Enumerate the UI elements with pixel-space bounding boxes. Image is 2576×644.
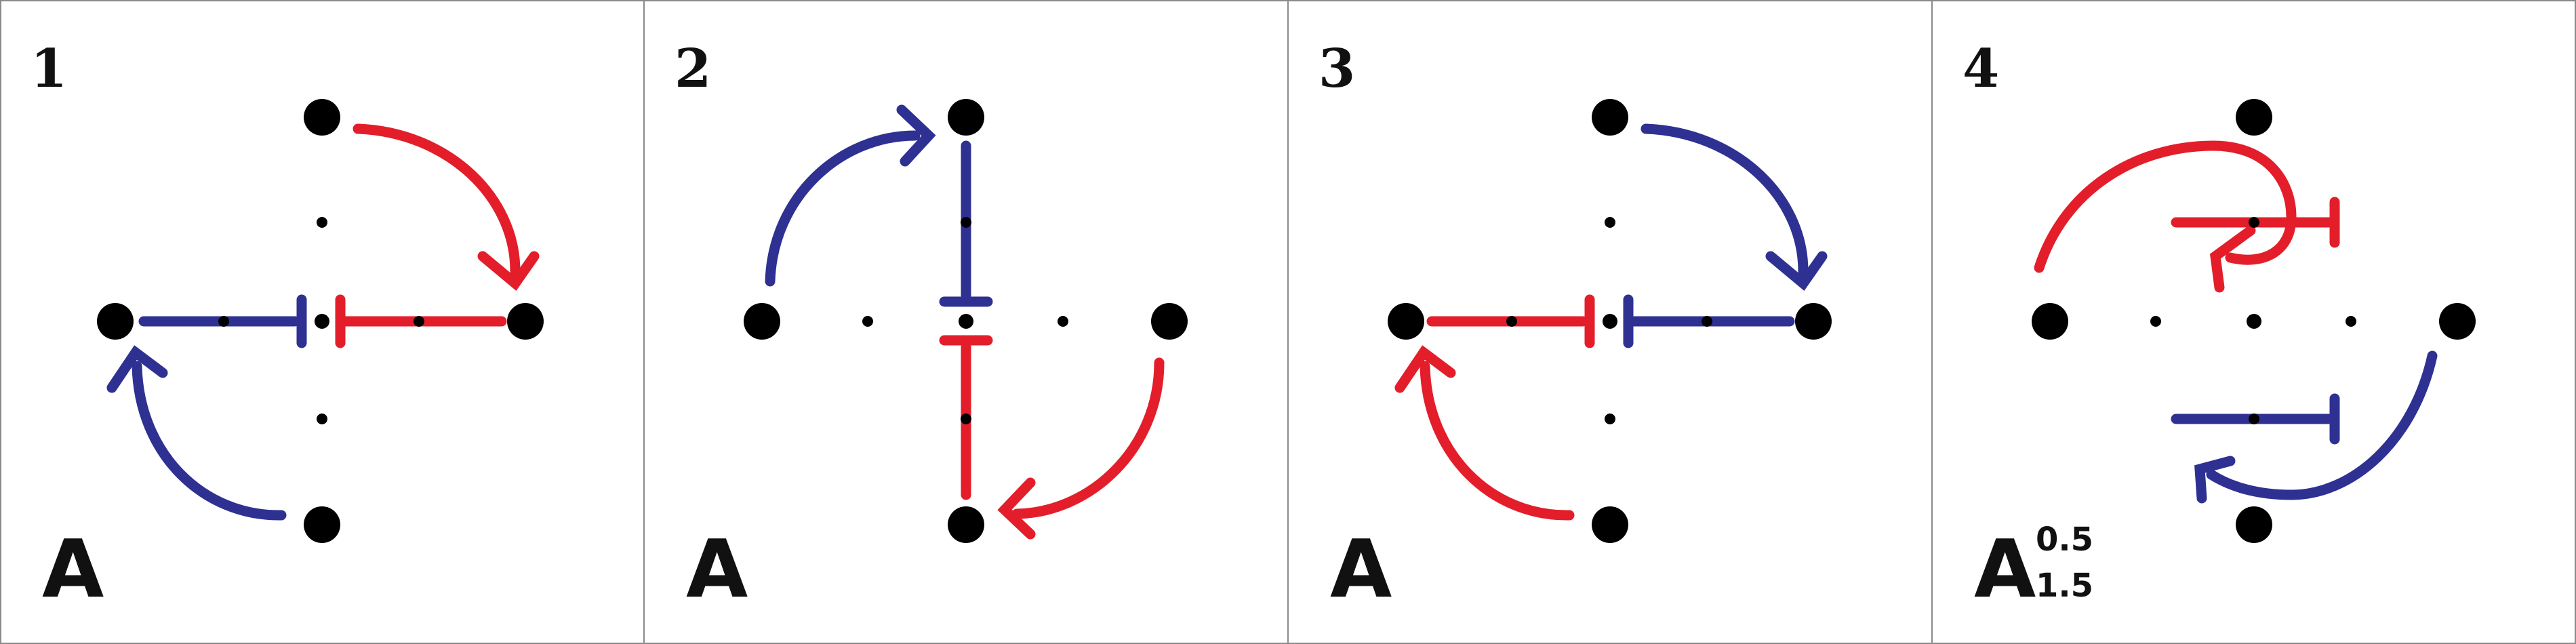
node-bottom [304, 506, 340, 543]
point-dot [2249, 414, 2259, 424]
node-top [948, 99, 984, 136]
node-right [1795, 303, 1832, 340]
point-dot [1058, 316, 1068, 327]
panel-2: 2 A [675, 38, 1188, 616]
panel-4-subscript: 1.5 [2036, 567, 2093, 605]
activation-arc-blue [1641, 123, 1809, 277]
node-left [1388, 303, 1424, 340]
node-right [507, 303, 544, 340]
node-center [2247, 314, 2261, 329]
point-dot [862, 316, 873, 327]
point-dot [2150, 316, 2161, 327]
activation-arc-red [353, 123, 521, 277]
point-dot [317, 414, 327, 424]
panel-2-label: A [686, 522, 748, 616]
arrowhead-blue [1765, 251, 1828, 291]
panel-1-label: A [42, 522, 104, 616]
node-bottom [1592, 506, 1628, 543]
node-left [97, 303, 134, 340]
arrowhead-blue [106, 345, 168, 393]
activation-arc-blue [2206, 350, 2438, 500]
panel-1: 1 A [31, 38, 544, 616]
panel-4: 4 A 0.5 1.5 [1963, 38, 2476, 616]
point-dot [961, 217, 971, 228]
activation-arc-red [2034, 140, 2297, 273]
node-right [2439, 303, 2476, 340]
panel-1-number: 1 [31, 38, 67, 100]
node-top [1592, 99, 1628, 136]
panel-2-number: 2 [675, 38, 711, 100]
arrowhead-red [1394, 345, 1456, 393]
panel-4-number: 4 [1963, 38, 1999, 100]
activation-arc-blue [132, 361, 287, 521]
node-bottom [948, 506, 984, 543]
node-top [304, 99, 340, 136]
point-dot [2249, 217, 2259, 228]
point-dot [414, 316, 424, 327]
arrowhead-red [477, 251, 540, 291]
point-dot [317, 217, 327, 228]
point-dot [1605, 217, 1615, 228]
node-left [744, 303, 780, 340]
arrowhead-red [2209, 225, 2256, 293]
panel-4-label: A [1974, 522, 2036, 616]
arrowhead-blue [896, 104, 936, 167]
point-dot [2346, 316, 2356, 327]
activation-arc-red [1420, 361, 1575, 521]
point-dot [961, 414, 971, 424]
panel-4-superscript: 0.5 [2036, 521, 2093, 559]
point-dot [1702, 316, 1712, 327]
arrowhead-blue [2194, 456, 2236, 504]
point-dot [1506, 316, 1517, 327]
point-dot [1605, 414, 1615, 424]
node-bottom [2236, 506, 2272, 543]
point-dot [218, 316, 229, 327]
activation-arc-red [1011, 357, 1165, 519]
panel-3-label: A [1330, 522, 1392, 616]
node-center [1603, 314, 1617, 329]
node-center [959, 314, 973, 329]
activation-arc-blue [765, 130, 921, 287]
node-top [2236, 99, 2272, 136]
panel-3: 3 A [1319, 38, 1832, 616]
arrowhead-red [997, 477, 1036, 540]
panel-3-number: 3 [1319, 38, 1355, 100]
node-right [1151, 303, 1188, 340]
node-center [315, 314, 329, 329]
node-left [2032, 303, 2068, 340]
